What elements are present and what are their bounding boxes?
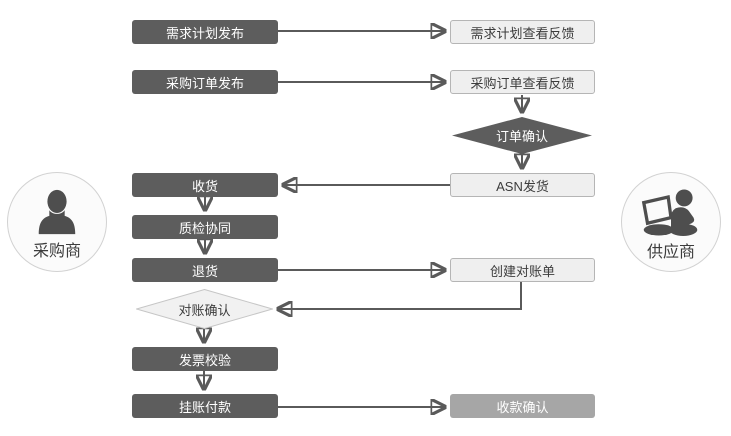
node-po-feedback: 采购订单查看反馈 <box>450 70 595 94</box>
node-label: 质检协同 <box>178 220 231 236</box>
node-demand-plan-release: 需求计划发布 <box>132 20 278 44</box>
node-label: 退货 <box>191 263 218 279</box>
actor-label: 供应商 <box>646 243 695 261</box>
node-pay-on-account: 挂账付款 <box>132 394 278 418</box>
person-bust-icon <box>38 189 76 234</box>
node-label: 采购订单查看反馈 <box>470 75 575 91</box>
node-create-statement: 创建对账单 <box>450 258 595 282</box>
node-label: 需求计划发布 <box>165 25 244 41</box>
node-po-release: 采购订单发布 <box>132 70 278 94</box>
diamond-shape <box>136 289 273 329</box>
node-receipt-confirm: 收款确认 <box>450 394 595 418</box>
node-label: 创建对账单 <box>489 263 555 279</box>
node-label: 对账确认 <box>178 302 231 318</box>
diamond-shape <box>452 117 592 154</box>
node-label: 收款确认 <box>496 399 549 415</box>
node-quality-collab: 质检协同 <box>132 215 278 239</box>
node-label: 需求计划查看反馈 <box>470 25 575 41</box>
node-label: 发票校验 <box>178 352 231 368</box>
node-statement-confirm-diamond: 对账确认 <box>136 289 273 329</box>
node-label: 订单确认 <box>495 129 548 144</box>
node-receive: 收货 <box>132 173 278 197</box>
node-return-goods: 退货 <box>132 258 278 282</box>
person-laptop-icon <box>641 188 698 236</box>
node-demand-plan-feedback: 需求计划查看反馈 <box>450 20 595 44</box>
node-label: ASN发货 <box>496 178 549 194</box>
actor-label: 采购商 <box>32 242 81 260</box>
node-asn-ship: ASN发货 <box>450 173 595 197</box>
connector-statement-to-confirm-elbow <box>278 282 522 309</box>
node-order-confirm-diamond: 订单确认 <box>452 117 592 154</box>
actor-buyer-circle: 采购商 <box>7 172 107 272</box>
node-label: 采购订单发布 <box>165 75 244 91</box>
actor-supplier-circle: 供应商 <box>621 172 721 272</box>
node-invoice-verify: 发票校验 <box>132 347 278 371</box>
node-label: 收货 <box>191 178 218 194</box>
node-label: 挂账付款 <box>178 399 231 415</box>
